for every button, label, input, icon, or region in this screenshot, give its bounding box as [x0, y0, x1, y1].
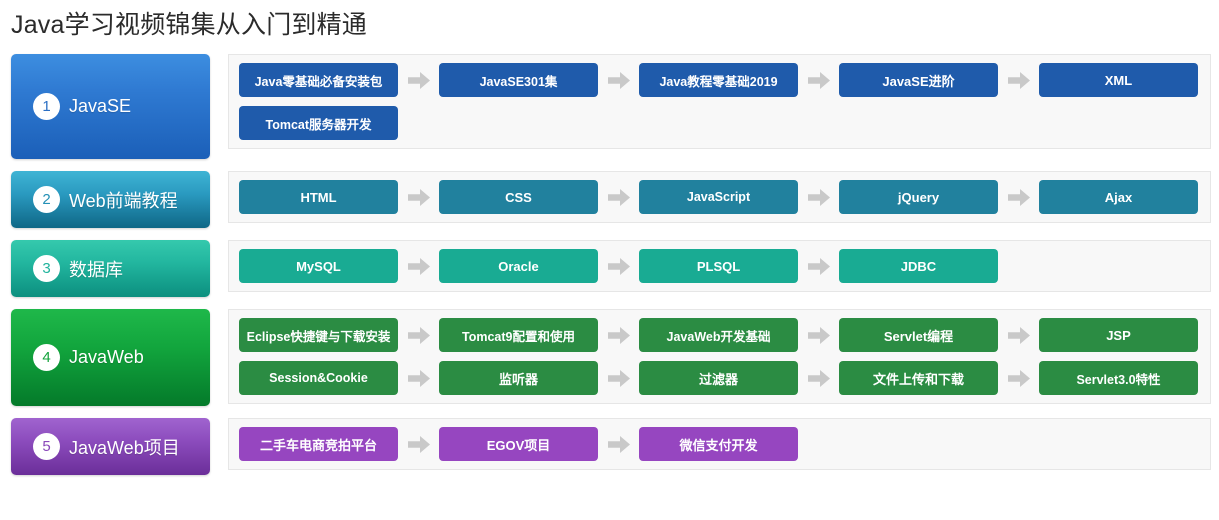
- category-label: 数据库: [69, 259, 123, 280]
- topic-pill[interactable]: Tomcat9配置和使用: [439, 318, 598, 352]
- topic-chain: HTML CSS JavaScript jQuery Ajax: [239, 180, 1202, 214]
- category-number-badge: 2: [33, 186, 60, 213]
- arrow-right-icon: [598, 180, 639, 214]
- arrow-right-icon: [998, 180, 1039, 214]
- arrow-spacer: [798, 106, 839, 140]
- topic-pill[interactable]: Servlet编程: [839, 318, 998, 352]
- arrow-right-icon: [998, 63, 1039, 97]
- arrow-spacer: [998, 249, 1039, 283]
- topic-pill[interactable]: jQuery: [839, 180, 998, 214]
- topic-pill[interactable]: Java零基础必备安装包: [239, 63, 398, 97]
- topic-pill[interactable]: Java教程零基础2019: [639, 63, 798, 97]
- category-card-4[interactable]: 4 JavaWeb: [11, 309, 210, 406]
- pill-spacer: [1039, 427, 1198, 461]
- category-number-badge: 5: [33, 433, 60, 460]
- topic-pill[interactable]: JavaWeb开发基础: [639, 318, 798, 352]
- topic-pill[interactable]: Tomcat服务器开发: [239, 106, 398, 140]
- arrow-right-icon: [398, 427, 439, 461]
- category-panel-4: Eclipse快捷键与下载安装 Tomcat9配置和使用 JavaWeb开发基础 Se…: [228, 309, 1211, 404]
- arrow-right-icon: [398, 63, 439, 97]
- category-label: JavaSE: [69, 96, 132, 116]
- topic-chain: Java零基础必备安装包 JavaSE301集 Java教程零基础2019 JavaS…: [239, 63, 1202, 97]
- category-panel-3: MySQL Oracle PLSQL JDBC: [228, 240, 1211, 292]
- roadmap-row: 2 Web前端教程 HTML CSS JavaScript jQuery Ajax: [0, 171, 1219, 228]
- pill-spacer: [839, 427, 998, 461]
- arrow-right-icon: [798, 249, 839, 283]
- roadmap-row: 5 JavaWeb项目 二手车电商竞拍平台 EGOV项目 微信支付开发: [0, 418, 1219, 475]
- topic-chain: Eclipse快捷键与下载安装 Tomcat9配置和使用 JavaWeb开发基础 Se…: [239, 318, 1202, 352]
- topic-pill[interactable]: 文件上传和下载: [839, 361, 998, 395]
- topic-pill[interactable]: JavaSE301集: [439, 63, 598, 97]
- pill-spacer: [839, 106, 998, 140]
- topic-pill[interactable]: JavaSE进阶: [839, 63, 998, 97]
- category-number-badge: 3: [33, 255, 60, 282]
- arrow-right-icon: [998, 318, 1039, 352]
- arrow-right-icon: [598, 63, 639, 97]
- pill-spacer: [1039, 249, 1198, 283]
- category-label: Web前端教程: [69, 190, 178, 211]
- topic-pill[interactable]: JavaScript: [639, 180, 798, 214]
- category-panel-2: HTML CSS JavaScript jQuery Ajax: [228, 171, 1211, 223]
- topic-pill[interactable]: HTML: [239, 180, 398, 214]
- arrow-right-icon: [798, 63, 839, 97]
- arrow-right-icon: [798, 318, 839, 352]
- topic-pill[interactable]: XML: [1039, 63, 1198, 97]
- category-number-badge: 4: [33, 344, 60, 371]
- arrow-right-icon: [598, 318, 639, 352]
- arrow-spacer: [598, 106, 639, 140]
- arrow-spacer: [798, 427, 839, 461]
- topic-pill[interactable]: CSS: [439, 180, 598, 214]
- topic-chain: Session&Cookie 监听器 过滤器 文件上传和下载 Servlet3.0特性: [239, 361, 1202, 395]
- topic-chain: 二手车电商竞拍平台 EGOV项目 微信支付开发: [239, 427, 1202, 461]
- topic-pill[interactable]: 监听器: [439, 361, 598, 395]
- arrow-spacer: [998, 106, 1039, 140]
- topic-pill[interactable]: Session&Cookie: [239, 361, 398, 395]
- topic-pill[interactable]: Eclipse快捷键与下载安装: [239, 318, 398, 352]
- topic-pill[interactable]: PLSQL: [639, 249, 798, 283]
- topic-pill[interactable]: 过滤器: [639, 361, 798, 395]
- topic-pill[interactable]: MySQL: [239, 249, 398, 283]
- arrow-spacer: [398, 106, 439, 140]
- category-card-1[interactable]: 1 JavaSE: [11, 54, 210, 159]
- category-panel-5: 二手车电商竞拍平台 EGOV项目 微信支付开发: [228, 418, 1211, 470]
- roadmap-row: 1 JavaSE Java零基础必备安装包 JavaSE301集 Java教程零基础20…: [0, 54, 1219, 159]
- topic-chain: Tomcat服务器开发: [239, 106, 1202, 140]
- topic-pill[interactable]: JSP: [1039, 318, 1198, 352]
- arrow-right-icon: [598, 361, 639, 395]
- arrow-right-icon: [598, 427, 639, 461]
- category-card-2[interactable]: 2 Web前端教程: [11, 171, 210, 228]
- arrow-right-icon: [398, 180, 439, 214]
- arrow-right-icon: [398, 318, 439, 352]
- topic-pill[interactable]: Servlet3.0特性: [1039, 361, 1198, 395]
- roadmap-row: 4 JavaWeb Eclipse快捷键与下载安装 Tomcat9配置和使用 JavaW…: [0, 309, 1219, 406]
- pill-spacer: [639, 106, 798, 140]
- arrow-right-icon: [598, 249, 639, 283]
- pill-spacer: [1039, 106, 1198, 140]
- category-label: JavaWeb: [69, 347, 144, 367]
- topic-pill[interactable]: 二手车电商竞拍平台: [239, 427, 398, 461]
- arrow-spacer: [998, 427, 1039, 461]
- pill-spacer: [439, 106, 598, 140]
- arrow-right-icon: [998, 361, 1039, 395]
- category-card-5[interactable]: 5 JavaWeb项目: [11, 418, 210, 475]
- arrow-right-icon: [398, 361, 439, 395]
- topic-pill[interactable]: Ajax: [1039, 180, 1198, 214]
- topic-pill[interactable]: Oracle: [439, 249, 598, 283]
- roadmap-row: 3 数据库 MySQL Oracle PLSQL JDBC: [0, 240, 1219, 297]
- category-panel-1: Java零基础必备安装包 JavaSE301集 Java教程零基础2019 JavaS…: [228, 54, 1211, 149]
- topic-chain: MySQL Oracle PLSQL JDBC: [239, 249, 1202, 283]
- category-card-3[interactable]: 3 数据库: [11, 240, 210, 297]
- arrow-right-icon: [398, 249, 439, 283]
- topic-pill[interactable]: 微信支付开发: [639, 427, 798, 461]
- roadmap-list: 1 JavaSE Java零基础必备安装包 JavaSE301集 Java教程零基础20…: [0, 54, 1219, 487]
- category-number-badge: 1: [33, 93, 60, 120]
- topic-pill[interactable]: EGOV项目: [439, 427, 598, 461]
- page-title: Java学习视频锦集从入门到精通: [11, 11, 368, 39]
- topic-pill[interactable]: JDBC: [839, 249, 998, 283]
- arrow-right-icon: [798, 180, 839, 214]
- arrow-right-icon: [798, 361, 839, 395]
- category-label: JavaWeb项目: [69, 437, 180, 458]
